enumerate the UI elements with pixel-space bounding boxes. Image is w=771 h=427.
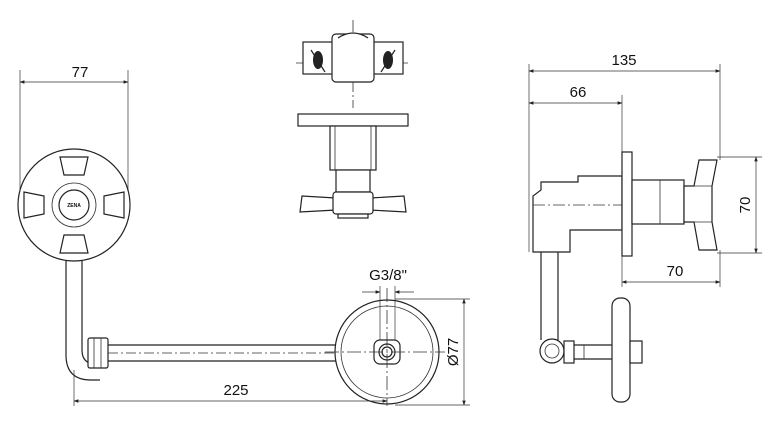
dim-thread: G3/8"	[369, 267, 407, 284]
dim-flange-diameter: Ø77	[445, 338, 462, 366]
side-outlet-flange	[611, 297, 631, 403]
side-view: 135 66 70 70	[528, 52, 762, 403]
dim-side-overall: 135	[611, 52, 636, 69]
top-view	[296, 20, 410, 219]
dim-side-handle-height: 70	[737, 197, 754, 214]
front-view: 77 ZENA G3/8"	[17, 64, 470, 406]
dim-pipe-length: 225	[223, 382, 248, 399]
dim-side-handle-offset: 70	[667, 263, 684, 280]
side-flange	[621, 151, 633, 257]
dim-side-depth: 66	[570, 84, 587, 101]
dim-front-width: 77	[72, 64, 89, 81]
logo-text: ZENA	[67, 203, 81, 209]
